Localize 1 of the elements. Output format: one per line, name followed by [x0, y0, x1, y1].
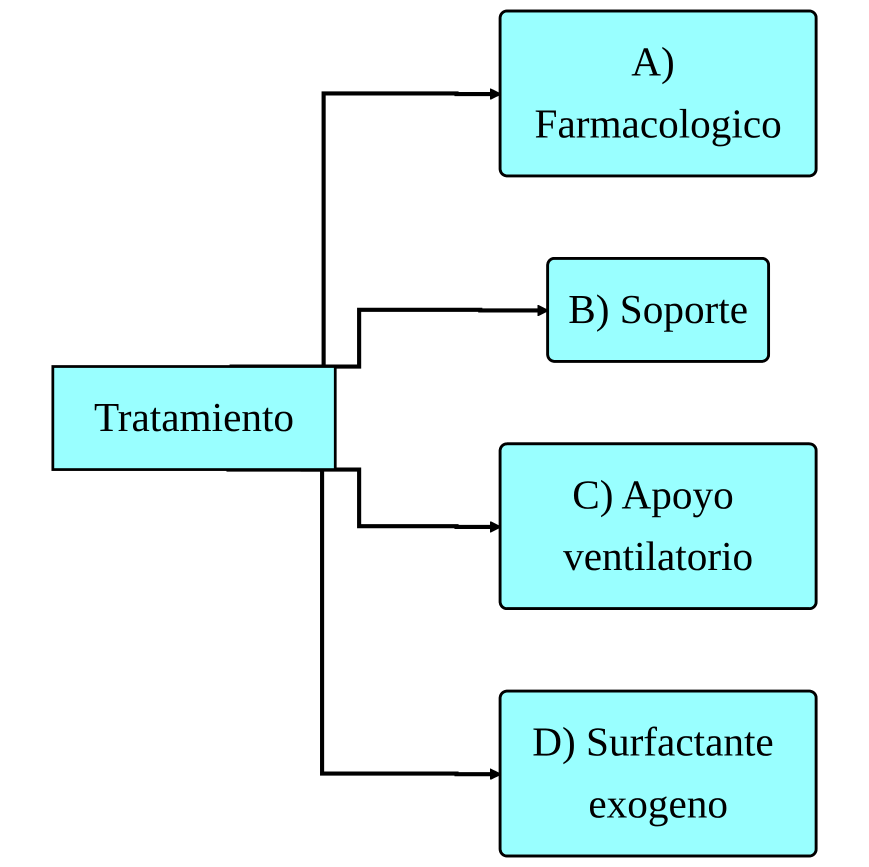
node-box: Tratamiento	[51, 365, 337, 471]
